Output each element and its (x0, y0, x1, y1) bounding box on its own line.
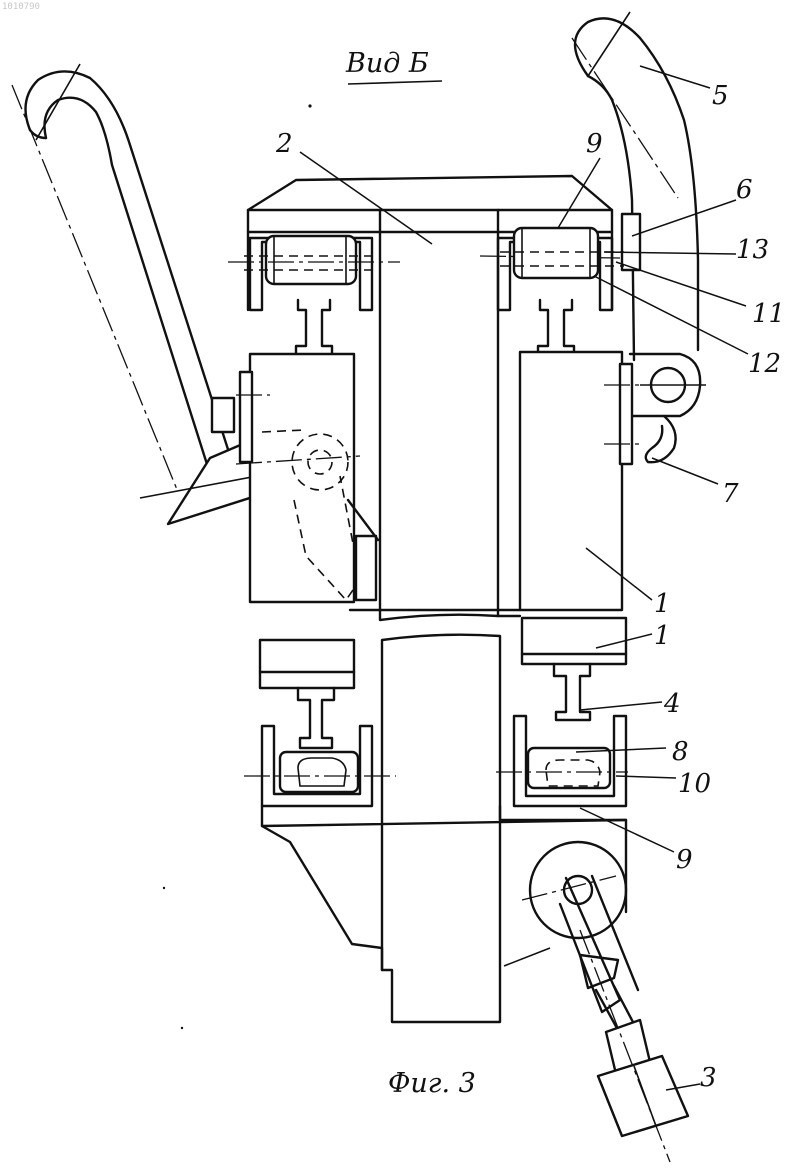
speck (163, 887, 165, 889)
callout-11: 11 (752, 299, 785, 329)
callout-6: 6 (736, 175, 753, 205)
figure-caption: Фиг. 3 (388, 1068, 476, 1099)
callout-12: 12 (748, 349, 781, 379)
callout-9-bottom: 9 (676, 845, 693, 875)
hydraulic-cylinder (504, 842, 688, 1162)
callout-3: 3 (700, 1063, 717, 1093)
callout-4: 4 (663, 689, 681, 719)
lower-right-block (496, 618, 628, 806)
speck (181, 1027, 183, 1029)
callout-1-upper: 1 (654, 589, 671, 619)
lower-left-block (244, 640, 396, 806)
callout-10: 10 (678, 769, 711, 799)
callout-1-lower: 1 (654, 621, 671, 651)
callout-5: 5 (712, 81, 729, 111)
callout-9-top: 9 (586, 129, 603, 159)
speck (308, 104, 311, 107)
view-title: Вид Б (345, 48, 429, 79)
corner-code: 1010790 (2, 2, 40, 12)
callout-2: 2 (275, 129, 293, 159)
callout-7: 7 (722, 479, 739, 509)
lower-slider (382, 635, 500, 1022)
upper-right-roller (498, 228, 624, 356)
right-upper-block (520, 352, 640, 610)
callout-8: 8 (672, 737, 689, 767)
title-underline (348, 81, 442, 84)
callout-13: 13 (736, 235, 769, 265)
left-upper-block (236, 354, 378, 602)
upper-left-roller (228, 236, 400, 356)
